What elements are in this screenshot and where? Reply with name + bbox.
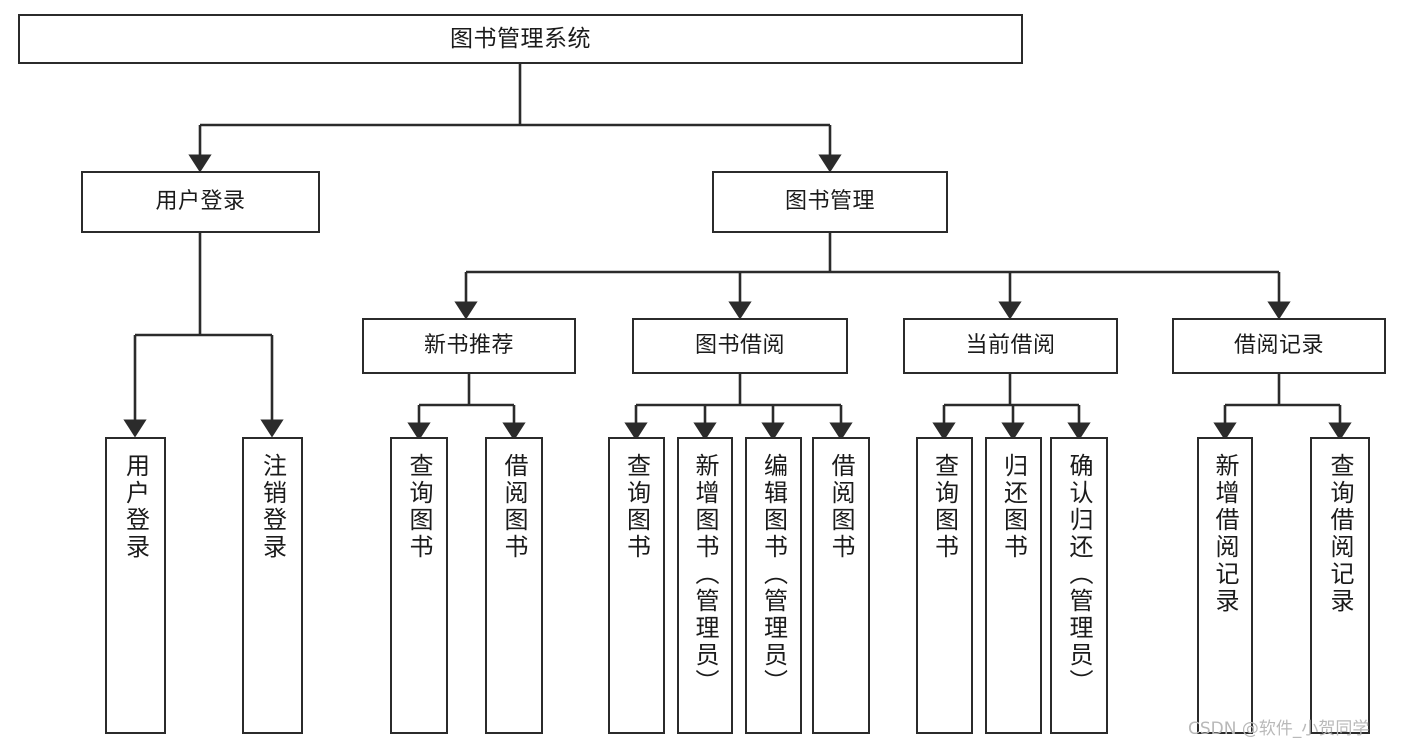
leaf-query-book-borrow[interactable]: 查询图书 — [608, 437, 665, 734]
node-new-book-recommend-label: 新书推荐 — [423, 333, 514, 359]
leaf-query-book-current[interactable]: 查询图书 — [916, 437, 973, 734]
node-user-login[interactable]: 用户登录 — [81, 171, 320, 233]
node-borrow-record[interactable]: 借阅记录 — [1172, 318, 1386, 374]
node-borrow-record-label: 借阅记录 — [1233, 333, 1324, 359]
node-current-borrow[interactable]: 当前借阅 — [903, 318, 1118, 374]
node-root-label: 图书管理系统 — [450, 25, 591, 52]
watermark-text: CSDN @软件_小贺同学 — [1188, 719, 1370, 739]
leaf-confirm-return[interactable]: 确认归还（管理员） — [1050, 437, 1108, 734]
leaf-query-book-new-label: 查询图书 — [405, 453, 433, 561]
leaf-query-book-borrow-label: 查询图书 — [622, 453, 651, 561]
leaf-return-book[interactable]: 归还图书 — [985, 437, 1042, 734]
leaf-borrow-book-new-label: 借阅图书 — [500, 453, 528, 561]
leaf-query-record-label: 查询借阅记录 — [1326, 453, 1354, 615]
leaf-add-book[interactable]: 新增图书（管理员） — [677, 437, 733, 734]
leaf-query-book-current-label: 查询图书 — [930, 453, 959, 561]
leaf-add-book-label: 新增图书（管理员） — [691, 453, 719, 696]
leaf-return-book-label: 归还图书 — [999, 453, 1028, 561]
node-book-borrow[interactable]: 图书借阅 — [632, 318, 848, 374]
leaf-query-record[interactable]: 查询借阅记录 — [1310, 437, 1370, 734]
node-user-login-label: 用户登录 — [155, 189, 246, 215]
leaf-edit-book-label: 编辑图书（管理员） — [759, 453, 788, 696]
node-book-borrow-label: 图书借阅 — [694, 333, 785, 359]
leaf-borrow-book-new[interactable]: 借阅图书 — [485, 437, 543, 734]
leaf-user-login-label: 用户登录 — [121, 453, 150, 561]
leaf-confirm-return-label: 确认归还（管理员） — [1065, 453, 1093, 696]
node-book-management[interactable]: 图书管理 — [712, 171, 948, 233]
leaf-borrow-book[interactable]: 借阅图书 — [812, 437, 870, 734]
node-book-management-label: 图书管理 — [784, 189, 875, 215]
leaf-edit-book[interactable]: 编辑图书（管理员） — [745, 437, 802, 734]
leaf-logout[interactable]: 注销登录 — [242, 437, 303, 734]
leaf-query-book-new[interactable]: 查询图书 — [390, 437, 448, 734]
leaf-logout-label: 注销登录 — [258, 453, 287, 561]
leaf-borrow-book-label: 借阅图书 — [827, 453, 855, 561]
leaf-add-record-label: 新增借阅记录 — [1211, 453, 1239, 615]
leaf-add-record[interactable]: 新增借阅记录 — [1197, 437, 1253, 734]
node-root[interactable]: 图书管理系统 — [18, 14, 1023, 64]
leaf-user-login[interactable]: 用户登录 — [105, 437, 166, 734]
node-current-borrow-label: 当前借阅 — [965, 333, 1056, 359]
node-new-book-recommend[interactable]: 新书推荐 — [362, 318, 576, 374]
